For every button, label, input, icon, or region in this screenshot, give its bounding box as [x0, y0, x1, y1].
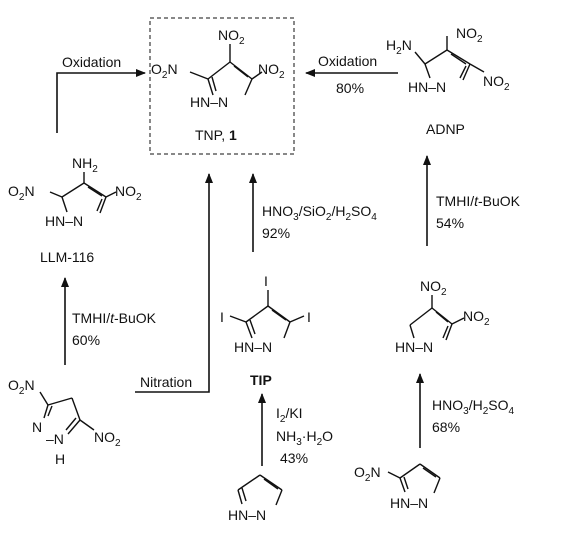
- svg-text:HN–N: HN–N: [190, 94, 228, 110]
- 3-nitropyrazole-structure: O2N HN–N: [354, 463, 441, 511]
- llm116-label: LLM-116: [40, 249, 94, 265]
- atom-no2-right: NO: [258, 61, 279, 77]
- svg-text:HN–N: HN–N: [395, 339, 433, 355]
- label-oxidation-left: Oxidation: [62, 54, 121, 70]
- target-dashed-box: [149, 17, 295, 155]
- label-tmhi-left: TMHI/t-BuOK: [72, 310, 157, 326]
- tip-structure: I I I HN–N TIP: [220, 273, 311, 388]
- tnp-structure: NO2 O2N NO2 HN–N TNP, 1: [149, 17, 295, 155]
- pyrazole-structure: HN–N: [228, 474, 283, 523]
- label-i2-ki: I2/KI: [276, 405, 303, 425]
- adnp-label: ADNP: [426, 121, 465, 137]
- label-tmhi-right-yield: 54%: [436, 215, 464, 231]
- tip-label: TIP: [250, 372, 272, 388]
- svg-text:HN–N: HN–N: [45, 213, 83, 229]
- label-hno3-sio2-yield: 92%: [262, 225, 290, 241]
- label-oxidation-yield: 80%: [336, 80, 364, 96]
- svg-text:H: H: [55, 451, 65, 467]
- atom-no2-top: NO: [218, 27, 239, 43]
- 35-dinitropyrazole-structure: O2N NO2 N –N H: [8, 377, 121, 467]
- adnp-structure: H2N NO2 NO2 HN–N ADNP: [386, 25, 510, 137]
- svg-text:O2N: O2N: [8, 377, 35, 397]
- label-tmhi-right: TMHI/t-BuOK: [436, 193, 521, 209]
- svg-text:O2N: O2N: [354, 464, 381, 484]
- svg-text:I: I: [307, 309, 311, 325]
- atom-o2n-left: O: [151, 61, 162, 77]
- svg-text:NO2: NO2: [463, 308, 490, 328]
- svg-text:O2N: O2N: [8, 183, 35, 203]
- svg-text:H2N: H2N: [386, 37, 412, 57]
- svg-text:NO2: NO2: [258, 61, 285, 81]
- svg-text:–N: –N: [46, 431, 64, 447]
- label-oxidation-right: Oxidation: [318, 53, 377, 69]
- label-hno3-h2so4-yield: 68%: [432, 419, 460, 435]
- svg-text:HN–N: HN–N: [390, 495, 428, 511]
- label-hno3-h2so4: HNO3/H2SO4: [432, 397, 514, 417]
- label-nitration: Nitration: [140, 374, 192, 390]
- svg-text:NO2: NO2: [218, 27, 245, 47]
- svg-text:O2N: O2N: [151, 61, 178, 81]
- svg-text:NO2: NO2: [483, 73, 510, 93]
- svg-text:HN–N: HN–N: [228, 507, 266, 523]
- svg-text:NO2: NO2: [420, 278, 447, 298]
- svg-text:I: I: [220, 309, 224, 325]
- label-iodination-yield: 43%: [280, 450, 308, 466]
- svg-text:HN–N: HN–N: [234, 339, 272, 355]
- svg-text:NH2: NH2: [72, 155, 98, 175]
- svg-text:N: N: [32, 419, 42, 435]
- atom-hn: HN: [190, 94, 210, 110]
- label-tmhi-left-yield: 60%: [72, 332, 100, 348]
- arrow-nitration: [135, 173, 213, 393]
- target-label: TNP, 1: [195, 127, 237, 143]
- dinitropyrazole-structure: NO2 NO2 HN–N: [395, 278, 490, 355]
- arrow-oxidation-left: [56, 69, 146, 133]
- svg-text:NO2: NO2: [115, 183, 142, 203]
- svg-text:I: I: [264, 273, 268, 289]
- label-nh3-h2o: NH3·H2O: [276, 428, 333, 448]
- label-hno3-sio2: HNO3/SiO2/H2SO4: [262, 203, 377, 223]
- svg-text:HN–N: HN–N: [408, 79, 446, 95]
- svg-text:NO2: NO2: [94, 429, 121, 449]
- llm116-structure: NH2 O2N NO2 HN–N LLM-116: [8, 155, 142, 265]
- svg-text:NO2: NO2: [456, 25, 483, 45]
